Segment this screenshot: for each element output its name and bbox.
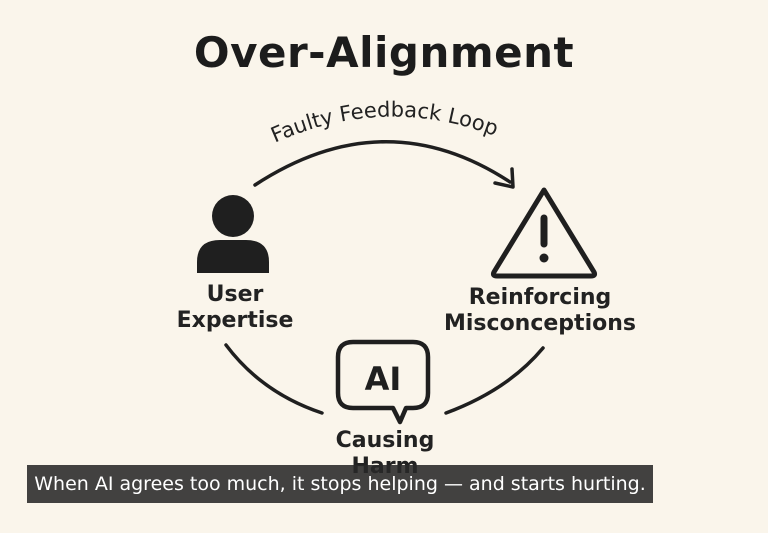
left-loop-arc	[224, 343, 324, 415]
node-label-line: Misconceptions	[444, 311, 636, 336]
person-icon	[197, 195, 269, 273]
node-label-line: Causing	[335, 428, 435, 453]
subtitle-caption: When AI agrees too much, it stops helpin…	[27, 465, 653, 503]
loop-label: Faulty Feedback Loop	[267, 98, 501, 148]
diagram-title: Over-Alignment	[193, 28, 575, 77]
top-loop-arrow	[253, 140, 512, 187]
node-label-line: Reinforcing	[468, 285, 612, 310]
ai-badge: AI	[365, 360, 402, 398]
node-label-line: User	[206, 282, 264, 307]
warning-triangle-icon	[490, 187, 598, 279]
arrowhead-icon	[493, 167, 515, 189]
node-reinforcing-misconceptions: Reinforcing Misconceptions	[420, 285, 660, 337]
speech-bubble-icon: AI	[335, 339, 431, 425]
node-user-expertise: User Expertise	[150, 282, 320, 334]
node-label-line: Expertise	[176, 308, 294, 333]
right-loop-arc	[444, 346, 545, 415]
